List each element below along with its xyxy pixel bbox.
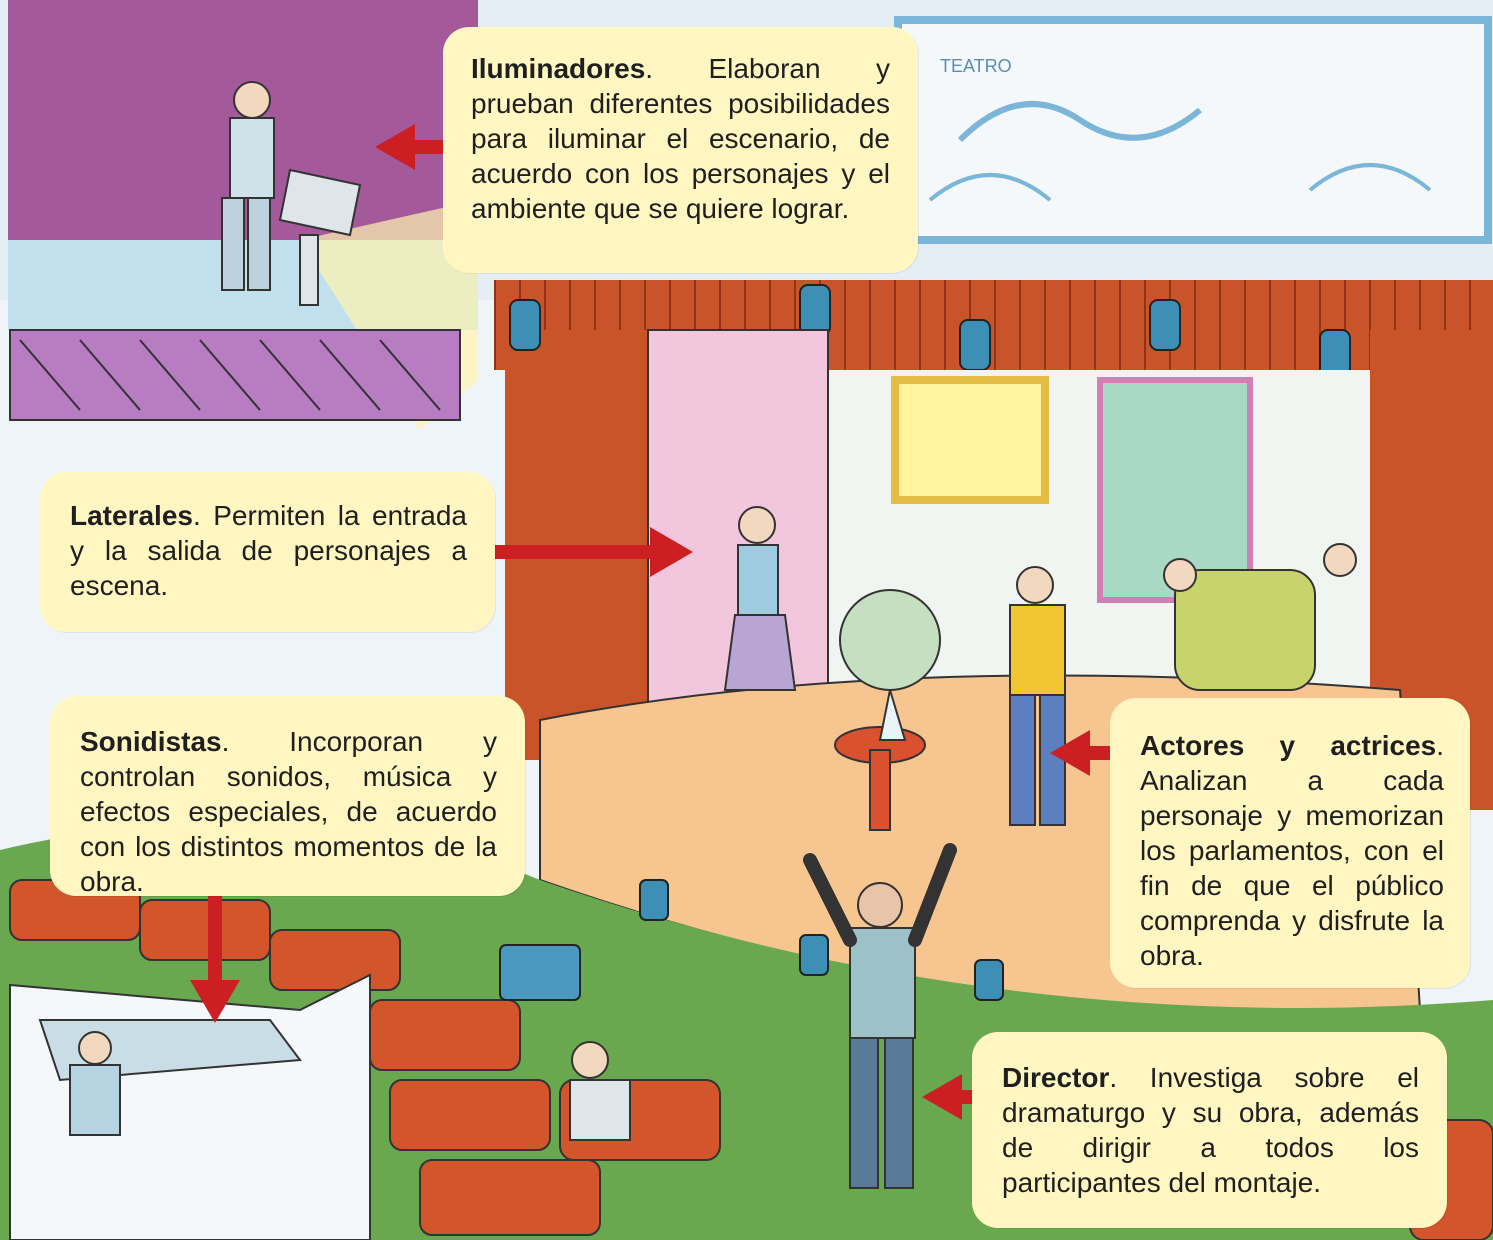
arrow-actores bbox=[1050, 730, 1115, 776]
callout-actores-title: Actores y actrices bbox=[1140, 730, 1437, 761]
director-figure bbox=[803, 843, 957, 1189]
callout-actores-text: . Analizan a cada personaje y memorizan … bbox=[1140, 730, 1444, 971]
arrow-sonidistas bbox=[190, 875, 240, 1023]
callout-iluminadores-title: Iluminadores bbox=[471, 53, 646, 84]
callout-director-text: . Investiga sobre el dramaturgo y su obr… bbox=[1002, 1062, 1419, 1198]
arrow-laterales bbox=[495, 527, 693, 577]
callout-sonidistas-title: Sonidistas bbox=[80, 726, 222, 757]
framed-painting bbox=[891, 376, 1049, 504]
callout-director: Director. Investiga sobre el dramaturgo … bbox=[972, 1032, 1447, 1228]
spectator-figure bbox=[569, 1041, 631, 1141]
callout-actores: Actores y actrices. Analizan a cada pers… bbox=[1110, 698, 1470, 988]
lighting-booth bbox=[8, 0, 478, 430]
callout-sonidistas: Sonidistas. Incorporan y controlan sonid… bbox=[50, 696, 525, 897]
actress-figure bbox=[723, 506, 797, 691]
teatro-sign-frame: TEATRO bbox=[894, 16, 1492, 244]
armchair-movers bbox=[1163, 543, 1357, 691]
callout-laterales-title: Laterales bbox=[70, 500, 193, 531]
teatro-sign: TEATRO bbox=[940, 56, 1012, 76]
callout-laterales: Laterales. Permiten la entrada y la sali… bbox=[40, 472, 495, 632]
callout-laterales-text: . Permiten la entrada y la salida de per… bbox=[70, 500, 467, 601]
sound-booth bbox=[9, 973, 371, 1240]
callout-sonidistas-text: . Incorporan y controlan sonidos, música… bbox=[80, 726, 497, 897]
callout-iluminadores: Iluminadores. Elaboran y prueban diferen… bbox=[443, 27, 918, 273]
callout-iluminadores-text: . Elaboran y prueban diferentes posibili… bbox=[471, 53, 890, 224]
actor-figure bbox=[1009, 566, 1066, 826]
flower-table bbox=[834, 589, 941, 831]
callout-director-title: Director bbox=[1002, 1062, 1110, 1093]
